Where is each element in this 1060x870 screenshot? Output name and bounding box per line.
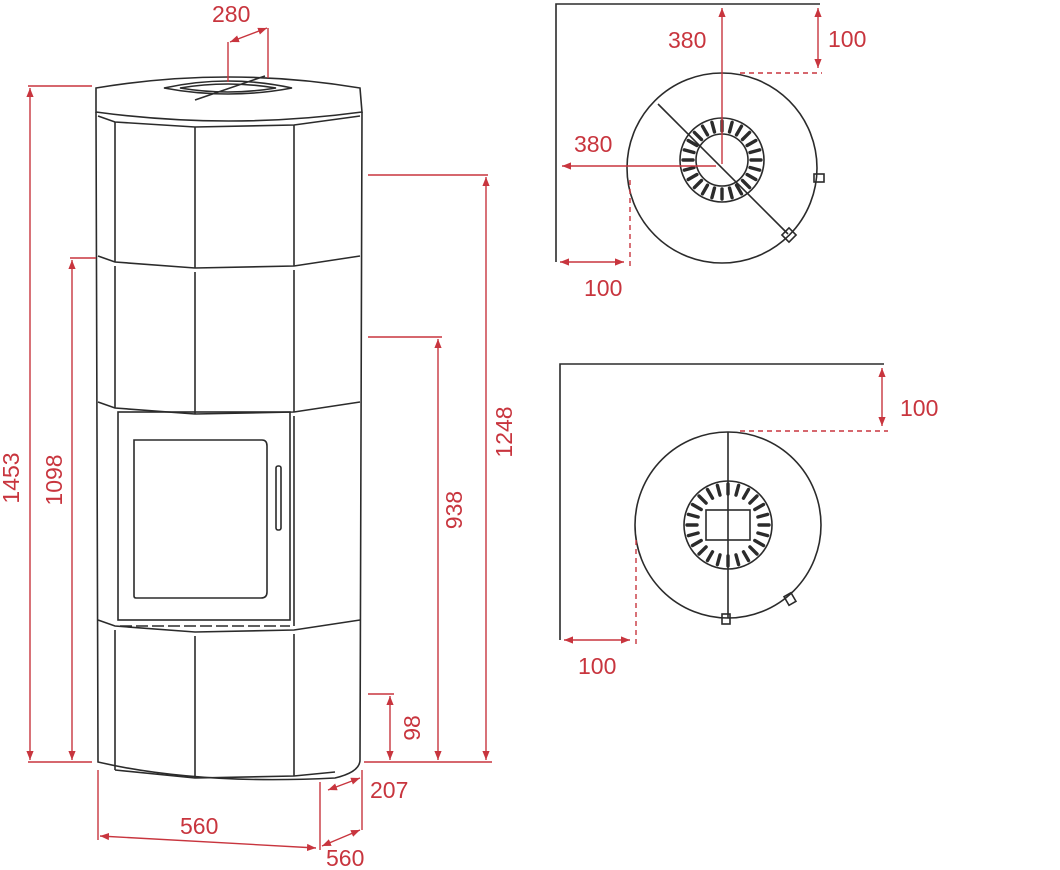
door-frame: [117, 411, 291, 621]
front-view: [95, 75, 363, 781]
air-inlet-icon: [813, 173, 825, 183]
grille-slots: [685, 482, 771, 568]
label-depth-560: 560: [326, 845, 364, 870]
dim-560-width-line: [99, 832, 317, 852]
grille-slot: [741, 487, 751, 500]
tile-joint-3: [97, 619, 361, 633]
grille-slot: [734, 124, 744, 137]
label-offset-207: 207: [370, 777, 408, 803]
plan-wall-dimensions: [564, 368, 888, 646]
grille-slot: [715, 553, 722, 567]
grille-slots: [681, 119, 763, 201]
label-clearance-back: 100: [828, 26, 866, 52]
plan-view-wall: [559, 363, 884, 640]
label-height-938: 938: [441, 491, 467, 529]
dim-207-line: [327, 777, 361, 791]
plan-corner-labels: 380 380 100 100: [574, 26, 866, 301]
wall-outline: [559, 363, 884, 640]
grille-slot: [753, 502, 766, 512]
grille-slot: [690, 538, 703, 548]
grille-slot: [741, 550, 751, 563]
grille-slot: [740, 130, 752, 142]
label-height-1248: 1248: [491, 406, 517, 457]
top-grille-inner: [179, 83, 277, 93]
base-line: [114, 769, 336, 779]
label-flue-diameter: 280: [212, 1, 250, 27]
top-grille-ring: [163, 80, 293, 95]
grille-slot: [682, 148, 696, 155]
door-handle-icon: [275, 465, 282, 531]
grille-slot: [748, 148, 762, 155]
door-glass: [133, 439, 268, 599]
grille-slot: [756, 531, 770, 538]
front-labels: 280 1453 1098 1248 938 98 207 560 560: [0, 1, 517, 870]
grille-slot: [700, 124, 710, 137]
label-total-height: 1453: [0, 452, 24, 503]
grille-inner-opening: [705, 509, 751, 541]
tile-joint-1: [97, 255, 361, 269]
grille-slot: [734, 483, 741, 497]
grille-slot: [756, 512, 770, 519]
grille-slot: [700, 183, 710, 196]
label-clearance-back: 100: [900, 395, 938, 421]
grille-outer-ring: [683, 480, 773, 570]
grille-slot: [734, 553, 741, 567]
grille-slot: [727, 186, 734, 200]
grille-slot: [692, 130, 704, 142]
grille-slot: [740, 178, 752, 190]
grille-slot: [686, 512, 700, 519]
grille-slot: [697, 494, 708, 505]
dim-560-depth-line: [321, 829, 361, 847]
grille-slot: [690, 502, 703, 512]
grille-slot: [692, 178, 704, 190]
label-width-560: 560: [180, 813, 218, 839]
grille-slot: [710, 120, 717, 134]
grille-slot: [734, 183, 744, 196]
grille-slot: [682, 165, 696, 172]
corner-wall: [555, 3, 820, 262]
grille-slot: [715, 483, 722, 497]
plan-view-corner: [555, 3, 825, 264]
grille-slot: [727, 120, 734, 134]
grille-slot: [745, 172, 758, 182]
body-outline: [95, 111, 363, 781]
plan-wall-labels: 100 100: [578, 395, 938, 679]
grille-slot: [705, 550, 715, 563]
grille-slot: [748, 165, 762, 172]
grille-slot: [710, 186, 717, 200]
dim-280-line: [229, 27, 268, 43]
grille-slot: [748, 494, 759, 505]
air-inlet-icon: [782, 591, 798, 607]
top-cap-split: [194, 75, 266, 101]
grille-slot: [686, 172, 699, 182]
grille-slot: [745, 138, 758, 148]
top-split-line: [657, 103, 789, 235]
grille-slot: [686, 531, 700, 538]
label-flue-offset-y: 380: [668, 27, 706, 53]
label-flue-offset-x: 380: [574, 131, 612, 157]
fixing-tab-icon: [721, 613, 731, 625]
fixing-tab-icon: [780, 226, 798, 244]
grille-slot: [705, 487, 715, 500]
grille-slot: [748, 545, 759, 556]
label-clearance-side: 100: [584, 275, 622, 301]
label-height-98: 98: [399, 715, 425, 741]
front-dimensions: [26, 27, 492, 852]
label-clearance-side: 100: [578, 653, 616, 679]
grille-slot: [753, 538, 766, 548]
plan-corner-dimensions: [560, 8, 822, 268]
label-height-1098: 1098: [41, 454, 67, 505]
grille-slot: [697, 545, 708, 556]
grille-slot: [686, 138, 699, 148]
